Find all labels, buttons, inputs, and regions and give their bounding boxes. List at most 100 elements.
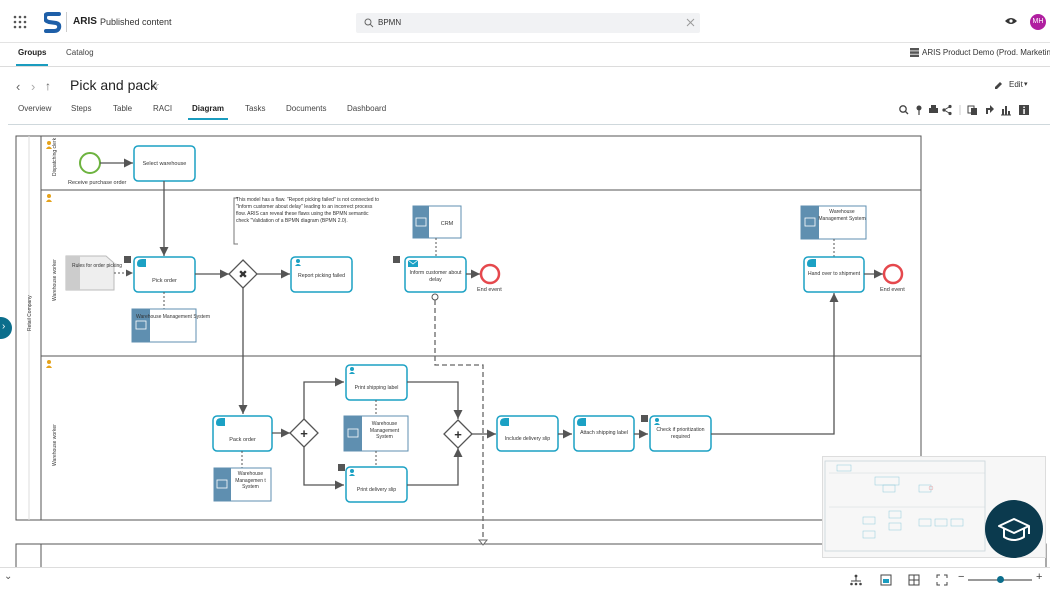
avatar[interactable]: MH bbox=[1030, 14, 1046, 30]
task-include-delivery-slip-label: Include delivery slip bbox=[505, 436, 550, 442]
grid-icon[interactable] bbox=[908, 574, 920, 586]
annotation-bracket bbox=[233, 197, 238, 245]
nav-active-indicator bbox=[16, 64, 48, 66]
role-icon bbox=[46, 360, 52, 368]
task-attach-shipping-label-label: Attach shipping label bbox=[580, 430, 628, 436]
collapse-icon[interactable]: ⌄ bbox=[4, 571, 13, 582]
document-stripe bbox=[66, 256, 80, 290]
start-event-label: Receive purchase order bbox=[68, 180, 127, 186]
side-panel-toggle[interactable]: › bbox=[0, 317, 12, 339]
tab-tasks[interactable]: Tasks bbox=[245, 104, 266, 113]
lane-label-warehouse-worker-2: Warehouse worker bbox=[52, 424, 58, 466]
task-check-prioritization-label: Check if prioritization required bbox=[656, 427, 705, 440]
role-badge bbox=[393, 256, 400, 263]
tab-diagram[interactable]: Diagram bbox=[192, 104, 225, 113]
eye-icon[interactable] bbox=[1005, 17, 1017, 25]
top-bar: ARIS Published content BPMN MH bbox=[0, 0, 1050, 43]
search-input[interactable]: BPMN bbox=[356, 13, 700, 33]
task-print-shipping-label[interactable] bbox=[345, 364, 408, 401]
tab-active-indicator bbox=[188, 118, 228, 120]
end-event-1-label: End event bbox=[477, 287, 502, 293]
bpmn-diagram: Retail Company Dispatching clerk Warehou… bbox=[15, 135, 1047, 568]
message-flow-arrow bbox=[477, 539, 489, 546]
forward-icon[interactable]: › bbox=[31, 79, 36, 94]
task-report-picking-failed-label: Report picking failed bbox=[298, 273, 345, 279]
compare-icon[interactable] bbox=[986, 105, 994, 114]
task-pick-order-label: Pick order bbox=[152, 278, 177, 284]
role-badge bbox=[641, 415, 648, 422]
task-inform-customer-label: Inform customer about delay bbox=[409, 270, 462, 283]
start-event[interactable] bbox=[79, 152, 101, 174]
fit-icon[interactable] bbox=[880, 574, 892, 586]
task-select-warehouse-label: Select warehouse bbox=[143, 161, 187, 167]
gateway-plus-icon: + bbox=[300, 426, 308, 441]
manual-task-icon bbox=[137, 259, 146, 267]
tab-table[interactable]: Table bbox=[113, 104, 133, 113]
search-icon bbox=[364, 18, 374, 28]
apps-grid-icon[interactable] bbox=[13, 15, 27, 29]
task-print-delivery-slip-label: Print delivery slip bbox=[357, 487, 396, 493]
layout-icon[interactable] bbox=[850, 574, 862, 586]
task-hand-over-label: Hand over to shipment bbox=[807, 271, 861, 277]
message-flow-start bbox=[431, 293, 439, 301]
nav-catalog[interactable]: Catalog bbox=[66, 48, 94, 57]
system-wms-top-right-label: Warehouse Management System bbox=[818, 209, 866, 222]
chart-icon[interactable] bbox=[1001, 106, 1011, 116]
edit-button[interactable]: Edit bbox=[1009, 80, 1023, 89]
zoom-in-icon[interactable]: + bbox=[1036, 571, 1043, 583]
zoom-icon[interactable] bbox=[899, 105, 909, 115]
tab-overview[interactable]: Overview bbox=[18, 104, 52, 113]
share-icon[interactable] bbox=[942, 104, 952, 116]
database-icon bbox=[910, 48, 919, 57]
up-icon[interactable]: ↑ bbox=[45, 79, 51, 93]
copy-icon[interactable] bbox=[967, 105, 977, 115]
tab-documents[interactable]: Documents bbox=[286, 104, 327, 113]
role-icon bbox=[46, 141, 52, 149]
message-flow bbox=[434, 300, 484, 541]
app-name: ARIS bbox=[73, 16, 97, 27]
zoom-out-icon[interactable]: − bbox=[958, 571, 965, 583]
page-title: Pick and pack bbox=[70, 77, 158, 93]
system-wms-middle-label: Warehouse Management System bbox=[369, 421, 400, 440]
expand-icon[interactable] bbox=[936, 574, 948, 586]
print-icon[interactable] bbox=[929, 105, 938, 113]
nav-groups[interactable]: Groups bbox=[18, 48, 47, 57]
edit-icon[interactable] bbox=[994, 81, 1003, 90]
task-print-shipping-label-label: Print shipping label bbox=[355, 385, 399, 391]
search-value: BPMN bbox=[378, 18, 402, 27]
end-event-2-label: End event bbox=[880, 287, 905, 293]
title-bar: ‹ › ↑ Pick and pack ☆ Edit ▾ bbox=[0, 66, 1050, 122]
bpmn-diagram-canvas[interactable]: Retail Company Dispatching clerk Warehou… bbox=[8, 124, 1050, 568]
chevron-right-icon: › bbox=[2, 321, 6, 332]
system-wms-1-label: Warehouse Management System bbox=[136, 314, 210, 320]
tab-steps[interactable]: Steps bbox=[71, 104, 92, 113]
end-event-2[interactable] bbox=[882, 263, 904, 285]
back-icon[interactable]: ‹ bbox=[16, 79, 21, 94]
chevron-down-icon[interactable]: ▾ bbox=[1024, 81, 1028, 88]
task-print-delivery-slip[interactable] bbox=[345, 466, 408, 503]
gateway-x-icon: ✖ bbox=[238, 269, 247, 281]
graduation-cap-icon bbox=[998, 518, 1030, 541]
role-icon bbox=[46, 194, 52, 202]
app-subtitle: Published content bbox=[100, 17, 172, 27]
diagram-toolbar bbox=[899, 104, 1029, 116]
tab-raci[interactable]: RACI bbox=[153, 104, 173, 113]
star-icon[interactable]: ☆ bbox=[150, 80, 160, 92]
end-event-1[interactable] bbox=[479, 263, 501, 285]
task-pack-order-label: Pack order bbox=[229, 437, 256, 443]
system-wms-pack-label: Warehouse Managemen t System bbox=[235, 471, 266, 490]
database-name[interactable]: ARIS Product Demo (Prod. Marketing) bbox=[922, 48, 1050, 57]
lane-label-dispatching: Dispatching clerk bbox=[52, 137, 58, 176]
gateway-parallel-join[interactable] bbox=[443, 419, 473, 449]
pool-label: Retail Company bbox=[27, 295, 33, 331]
tab-dashboard[interactable]: Dashboard bbox=[347, 104, 387, 113]
pin-icon[interactable] bbox=[916, 105, 922, 116]
info-icon[interactable] bbox=[1019, 105, 1029, 115]
gateway-plus-icon: + bbox=[454, 427, 462, 442]
zoom-slider-handle[interactable] bbox=[997, 576, 1004, 583]
document-rules-label: Rules for order picking bbox=[72, 263, 122, 269]
task-report-picking-failed[interactable] bbox=[290, 256, 353, 293]
help-button[interactable] bbox=[985, 500, 1043, 558]
clear-icon[interactable] bbox=[686, 18, 695, 27]
lane-label-warehouse-worker-1: Warehouse worker bbox=[52, 259, 58, 301]
